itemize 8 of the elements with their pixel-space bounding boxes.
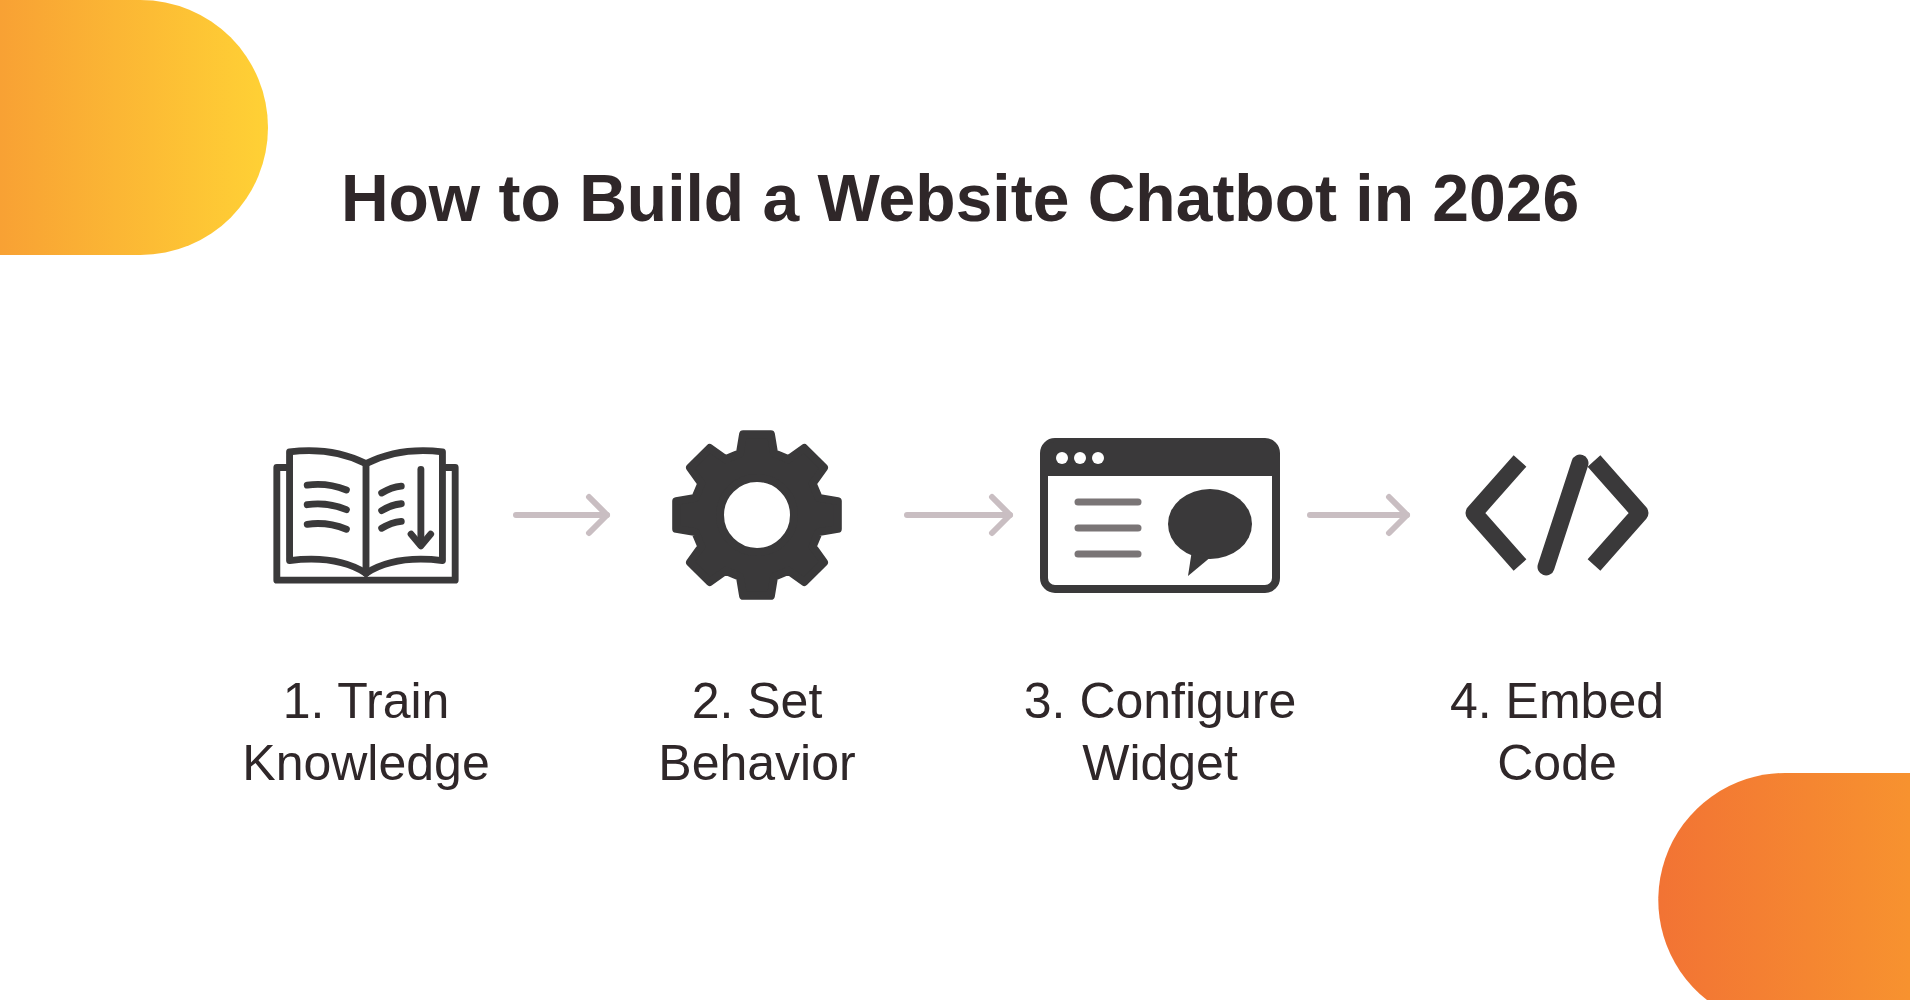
title: How to Build a Website Chatbot in 2026 (340, 160, 1580, 236)
arrow (1307, 494, 1410, 536)
step-label: 4. Embed Code (1449, 672, 1665, 793)
arrow (513, 494, 610, 536)
step-label: 2. Set Behavior (657, 672, 857, 793)
step-label: 1. Train Knowledge (241, 672, 491, 793)
step-label: 3. Configure Widget (1022, 672, 1298, 793)
arrow (904, 494, 1013, 536)
